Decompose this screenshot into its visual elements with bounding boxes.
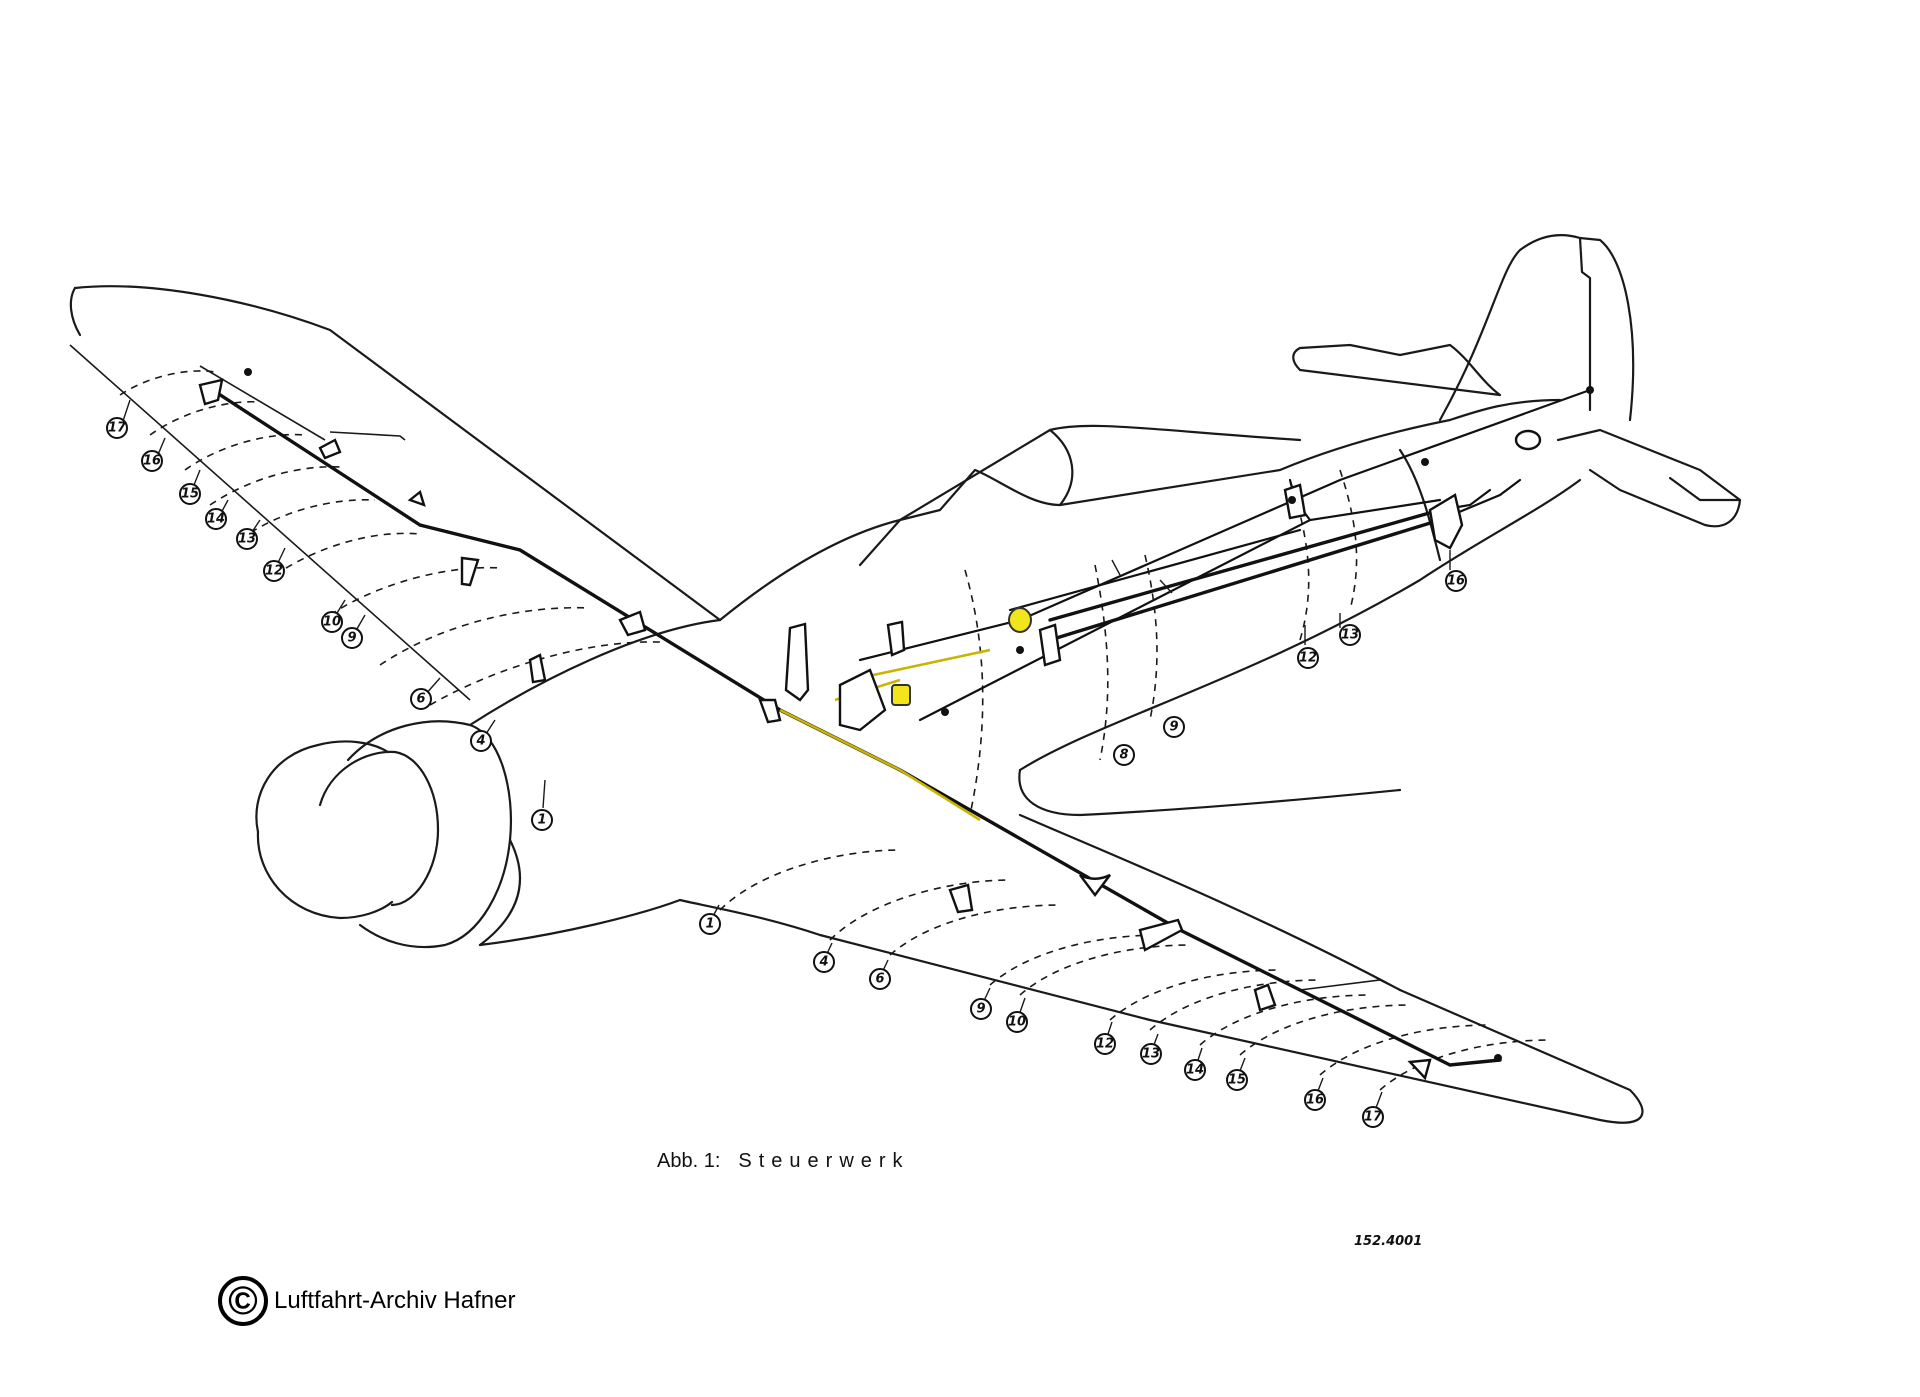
svg-text:12: 12 [1096,1037,1114,1052]
callout-left-wing-17: 17 [106,417,128,439]
caption-title: Steuerwerk [738,1150,910,1172]
callout-right-wing-17: 17 [1362,1106,1384,1128]
callout-left-wing-12: 12 [263,560,285,582]
callout-fuselage-8: 8 [1113,744,1135,766]
left-wing [69,285,722,706]
copyright-notice: © Luftfahrt-Archiv Hafner [218,1272,515,1330]
svg-text:16: 16 [1447,574,1465,589]
callout-fuselage-9: 9 [1163,716,1185,738]
fittings [198,368,1594,1081]
callout-left-wing-13: 13 [236,528,258,550]
svg-text:9: 9 [1169,720,1178,735]
svg-text:14: 14 [207,512,225,527]
tail [1292,234,1742,562]
callout-right-wing-1: 1 [699,913,721,935]
svg-text:13: 13 [1341,628,1359,643]
callout-right-wing-6: 6 [869,968,891,990]
svg-text:4: 4 [818,955,828,970]
svg-text:1: 1 [537,813,546,828]
drawing-number: 152.4001 [1354,1234,1423,1249]
svg-text:9: 9 [976,1002,985,1017]
callout-left-wing-14: 14 [205,508,227,530]
copyright-text: Luftfahrt-Archiv Hafner [274,1287,516,1314]
svg-text:10: 10 [1008,1015,1026,1030]
svg-text:17: 17 [108,421,127,436]
callout-left-wing-4: 4 [470,730,492,752]
callout-left-wing-10: 10 [321,611,343,633]
svg-text:12: 12 [1299,651,1317,666]
callout-left-wing-16: 16 [141,450,163,472]
figure-caption: Abb. 1: Steuerwerk [657,1150,910,1173]
svg-text:13: 13 [238,532,256,547]
callout-left-wing-6: 6 [410,688,432,710]
svg-text:12: 12 [265,564,283,579]
callout-left-wing-9: 9 [341,627,363,649]
callout-leaders [121,399,1451,1114]
callout-right-wing-16: 16 [1304,1089,1326,1111]
svg-text:17: 17 [1364,1110,1383,1125]
callout-right-wing-13: 13 [1140,1043,1162,1065]
svg-text:6: 6 [416,692,425,707]
callout-right-wing-10: 10 [1006,1011,1028,1033]
callout-fuselage-13: 13 [1339,624,1361,646]
caption-prefix: Abb. 1: [657,1150,721,1172]
callout-fuselage-16: 16 [1445,570,1467,592]
svg-text:6: 6 [875,972,884,987]
svg-text:10: 10 [323,615,341,630]
svg-text:14: 14 [1186,1063,1204,1078]
callout-fuselage-1: 1 [531,809,553,831]
callout-right-wing-4: 4 [813,951,835,973]
callout-fuselage-12: 12 [1297,647,1319,669]
svg-text:16: 16 [143,454,161,469]
fuselage [255,398,1582,949]
svg-text:8: 8 [1119,748,1128,763]
callout-right-wing-15: 15 [1226,1069,1248,1091]
svg-text:4: 4 [475,734,485,749]
svg-text:16: 16 [1306,1093,1324,1108]
svg-text:15: 15 [181,487,199,502]
callout-right-wing-12: 12 [1094,1033,1116,1055]
copyright-icon: © [218,1276,268,1326]
callout-right-wing-14: 14 [1184,1059,1206,1081]
svg-text:13: 13 [1142,1047,1160,1062]
svg-text:1: 1 [705,917,714,932]
svg-text:9: 9 [347,631,356,646]
callout-right-wing-9: 9 [970,998,992,1020]
svg-text:15: 15 [1228,1073,1246,1088]
callout-left-wing-15: 15 [179,483,201,505]
